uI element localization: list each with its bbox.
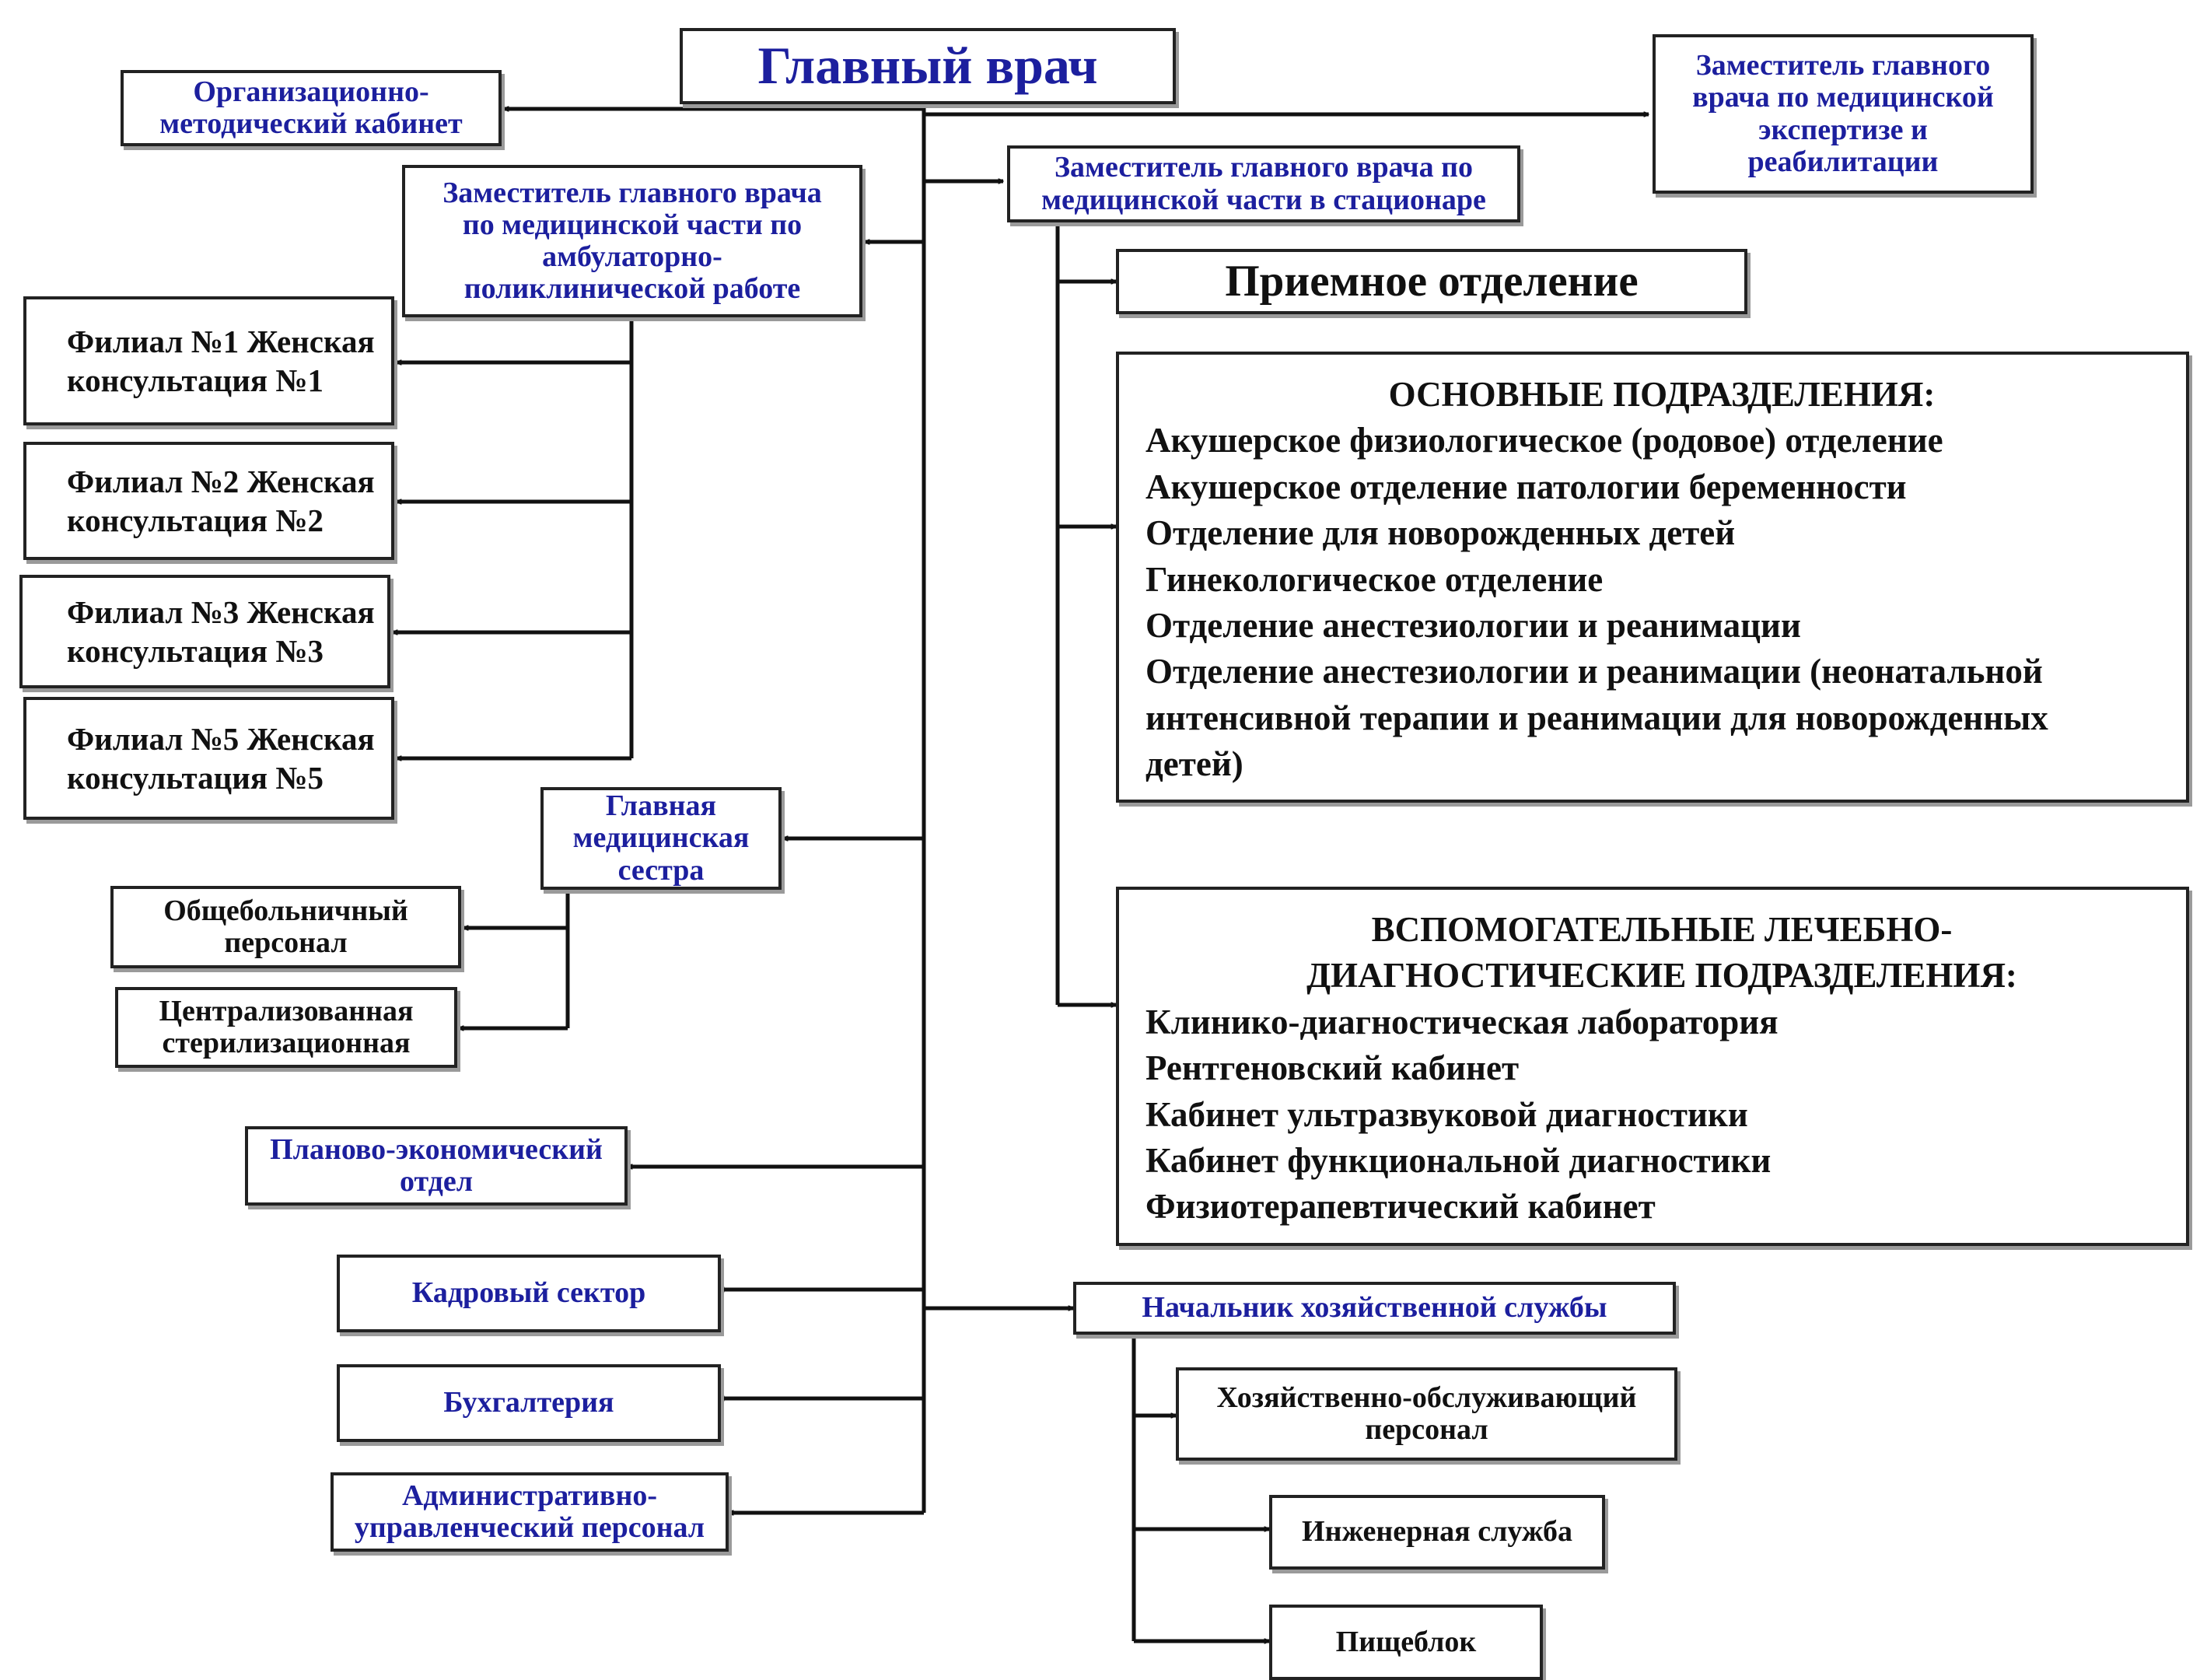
deputy-expertise-line-3: экспертизе и bbox=[1758, 113, 1928, 146]
head-nurse-box: Главная медицинская сестра bbox=[540, 787, 782, 890]
hr-sector-label: Кадровый сектор bbox=[411, 1276, 646, 1310]
deputy-hospital-box: Заместитель главного врача по медицинско… bbox=[1007, 145, 1520, 222]
admin-staff-line-2: управленческий персонал bbox=[354, 1511, 705, 1544]
deputy-hospital-line-1: Заместитель главного врача по bbox=[1055, 151, 1473, 184]
catering-label: Пищеблок bbox=[1335, 1625, 1477, 1658]
service-staff-box: Хозяйственно-обслуживающий персонал bbox=[1176, 1367, 1677, 1461]
planning-dept-box: Планово-экономический отдел bbox=[245, 1126, 628, 1206]
planning-line-1: Планово-экономический bbox=[270, 1132, 603, 1166]
deputy-expertise-line-4: реабилитации bbox=[1747, 145, 1939, 178]
branch-3-line-2: консультация №3 bbox=[67, 633, 324, 669]
org-method-office-box: Организационно- методический кабинет bbox=[121, 70, 502, 146]
main-unit-item: Отделение анестезиологии и реанимации bbox=[1145, 605, 1801, 645]
deputy-expertise-box: Заместитель главного врача по медицинско… bbox=[1653, 34, 2034, 194]
engineering-label: Инженерная служба bbox=[1302, 1515, 1572, 1549]
general-staff-box: Общебольничный персонал bbox=[110, 886, 461, 968]
branch-3-box: Филиал №3 Женская консультация №3 bbox=[19, 575, 390, 688]
general-staff-line-1: Общебольничный bbox=[163, 894, 408, 927]
branch-3-line-1: Филиал №3 Женская bbox=[67, 593, 375, 630]
branch-2-line-2: консультация №2 bbox=[67, 502, 324, 538]
aux-unit-item: Физиотерапевтический кабинет bbox=[1145, 1187, 1656, 1227]
accounting-box: Бухгалтерия bbox=[337, 1364, 721, 1442]
aux-units-heading-line-2: ДИАГНОСТИЧЕСКИЕ ПОДРАЗДЕЛЕНИЯ: bbox=[1306, 956, 2017, 996]
aux-units-box: ВСПОМОГАТЕЛЬНЫЕ ЛЕЧЕБНО- ДИАГНОСТИЧЕСКИЕ… bbox=[1116, 887, 2189, 1246]
aux-unit-item: Кабинет ультразвуковой диагностики bbox=[1145, 1094, 1748, 1134]
deputy-outpatient-line-2: по медицинской части по bbox=[462, 208, 803, 241]
deputy-expertise-line-1: Заместитель главного bbox=[1695, 49, 1991, 82]
branch-1-box: Филиал №1 Женская консультация №1 bbox=[23, 296, 394, 425]
supply-head-label: Начальник хозяйственной службы bbox=[1142, 1291, 1607, 1325]
head-nurse-line-2: медицинская bbox=[572, 821, 750, 855]
branch-2-box: Филиал №2 Женская консультация №2 bbox=[23, 442, 394, 560]
aux-unit-item: Клинико-диагностическая лаборатория bbox=[1145, 1002, 1779, 1041]
deputy-expertise-line-2: врача по медицинской bbox=[1692, 81, 1994, 114]
engineering-box: Инженерная служба bbox=[1269, 1495, 1605, 1570]
catering-box: Пищеблок bbox=[1269, 1605, 1543, 1680]
aux-unit-item: Кабинет функциональной диагностики bbox=[1145, 1140, 1772, 1180]
branch-5-box: Филиал №5 Женская консультация №5 bbox=[23, 697, 394, 820]
sterilization-line-1: Централизованная bbox=[159, 994, 414, 1027]
main-units-box: ОСНОВНЫЕ ПОДРАЗДЕЛЕНИЯ: Акушерское физио… bbox=[1116, 352, 2189, 803]
main-unit-item: интенсивной терапии и реанимации для нов… bbox=[1145, 698, 2048, 737]
branch-1-line-2: консультация №1 bbox=[67, 362, 324, 398]
main-unit-item: Отделение для новорожденных детей bbox=[1145, 513, 1736, 553]
aux-units-heading-line-1: ВСПОМОГАТЕЛЬНЫЕ ЛЕЧЕБНО- bbox=[1371, 910, 1953, 949]
admin-staff-box: Административно- управленческий персонал bbox=[331, 1472, 729, 1552]
main-unit-item: Гинекологическое отделение bbox=[1145, 559, 1604, 599]
branch-5-line-2: консультация №5 bbox=[67, 760, 324, 796]
admission-department-label: Приемное отделение bbox=[1225, 257, 1639, 306]
supply-head-box: Начальник хозяйственной службы bbox=[1073, 1282, 1676, 1335]
sterilization-box: Централизованная стерилизационная bbox=[115, 987, 457, 1068]
hr-sector-box: Кадровый сектор bbox=[337, 1255, 721, 1332]
deputy-hospital-line-2: медицинской части в стационаре bbox=[1041, 183, 1486, 216]
service-staff-line-2: персонал bbox=[1365, 1413, 1488, 1446]
main-units-heading: ОСНОВНЫЕ ПОДРАЗДЕЛЕНИЯ: bbox=[1388, 375, 1936, 414]
main-unit-item: Акушерское физиологическое (родовое) отд… bbox=[1145, 421, 1943, 460]
admin-staff-line-1: Административно- bbox=[401, 1479, 657, 1512]
planning-line-2: отдел bbox=[399, 1165, 474, 1198]
admission-department-box: Приемное отделение bbox=[1116, 249, 1747, 314]
chief-physician-box: Главный врач bbox=[680, 28, 1176, 104]
accounting-label: Бухгалтерия bbox=[443, 1386, 614, 1419]
general-staff-line-2: персонал bbox=[224, 926, 348, 959]
head-nurse-line-1: Главная bbox=[605, 789, 717, 823]
branch-2-line-1: Филиал №2 Женская bbox=[67, 463, 375, 499]
deputy-outpatient-line-3: амбулаторно- bbox=[542, 240, 722, 273]
deputy-outpatient-line-1: Заместитель главного врача bbox=[442, 176, 822, 209]
head-nurse-line-3: сестра bbox=[617, 853, 705, 887]
deputy-outpatient-line-4: поликлинической работе bbox=[463, 272, 801, 306]
main-unit-item: детей) bbox=[1145, 744, 1243, 784]
org-method-line-1: Организационно- bbox=[193, 75, 429, 108]
main-unit-item: Акушерское отделение патологии беременно… bbox=[1145, 467, 1907, 506]
aux-unit-item: Рентгеновский кабинет bbox=[1145, 1048, 1520, 1088]
branch-5-line-1: Филиал №5 Женская bbox=[67, 720, 375, 757]
org-method-line-2: методический кабинет bbox=[159, 107, 463, 140]
deputy-outpatient-box: Заместитель главного врача по медицинско… bbox=[402, 165, 862, 317]
sterilization-line-2: стерилизационная bbox=[162, 1027, 411, 1059]
service-staff-line-1: Хозяйственно-обслуживающий bbox=[1216, 1381, 1637, 1414]
chief-physician-title: Главный врач bbox=[757, 36, 1098, 96]
branch-1-line-1: Филиал №1 Женская bbox=[67, 323, 375, 359]
main-unit-item: Отделение анестезиологии и реанимации (н… bbox=[1145, 652, 2043, 691]
